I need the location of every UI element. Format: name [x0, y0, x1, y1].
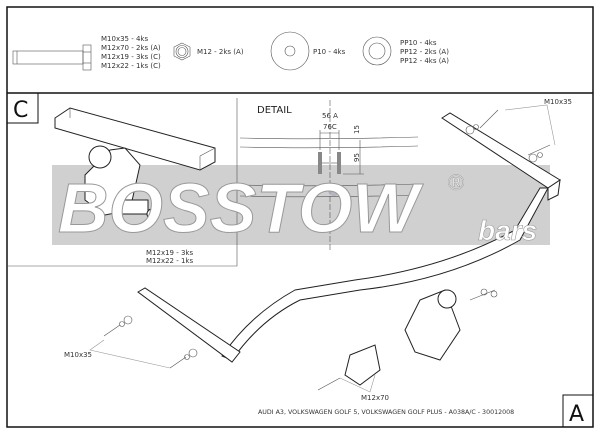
- detail-title: DETAIL: [257, 105, 292, 116]
- tow-ball: [344, 289, 461, 386]
- bolt-left-label: M10x35: [64, 351, 92, 359]
- bolt-label: M10x35 - 4ks: [101, 35, 148, 43]
- spring-washer-label: PP12 - 4ks (A): [400, 57, 449, 65]
- bolts-left: [89, 315, 198, 369]
- bolt-icon: [12, 44, 92, 71]
- footer-model-info: AUDI A3, VOLKSWAGEN GOLF 5, VOLKSWAGEN G…: [258, 409, 514, 416]
- bolt-ball-label: M12x70: [361, 394, 389, 402]
- dim-width-c: 76C: [323, 123, 337, 131]
- bolts-top: [465, 104, 556, 163]
- dim-height-bottom: 95: [353, 153, 361, 162]
- towbar-crossbar: [137, 112, 561, 363]
- flat-washer-icon: [270, 31, 310, 71]
- hex-nut-icon: [173, 42, 191, 61]
- bolt-top-label: M10x35: [544, 98, 572, 106]
- bolt-label: M12x22 - 1ks (C): [101, 62, 161, 70]
- detail-c-bolt-label: M12x19 - 3ks: [146, 249, 193, 257]
- view-marker: A: [569, 402, 584, 427]
- svg-text:®: ®: [448, 170, 464, 195]
- detail-dimension-drawing: [239, 100, 419, 250]
- view-marker-box: [562, 394, 594, 428]
- washer-label: P10 - 4ks: [313, 48, 346, 56]
- spring-washer-label: PP12 - 2ks (A): [400, 48, 449, 56]
- detail-c-border: [7, 98, 238, 267]
- svg-text:BOSSTOW: BOSSTOW: [58, 169, 424, 247]
- nut-label: M12 - 2ks (A): [197, 48, 244, 56]
- detail-c-ball-mount: [54, 107, 216, 220]
- detail-c-marker: C: [13, 98, 28, 123]
- spring-washer-icon: [362, 36, 392, 66]
- dim-height-top: 15: [353, 125, 361, 134]
- detail-c-marker-box: [6, 92, 39, 124]
- bolt-label: M12x70 - 2ks (A): [101, 44, 161, 52]
- spring-washer-label: PP10 - 4ks: [400, 39, 437, 47]
- bolts-ball: [317, 288, 498, 393]
- svg-text:bars: bars: [478, 215, 537, 246]
- bosstow-watermark: BOSSTOW ® bars: [58, 169, 538, 248]
- bolt-label: M12x19 - 3ks (C): [101, 53, 161, 61]
- dim-width-a: 56 A: [322, 112, 338, 120]
- detail-c-bolt-label: M12x22 - 1ks: [146, 257, 193, 265]
